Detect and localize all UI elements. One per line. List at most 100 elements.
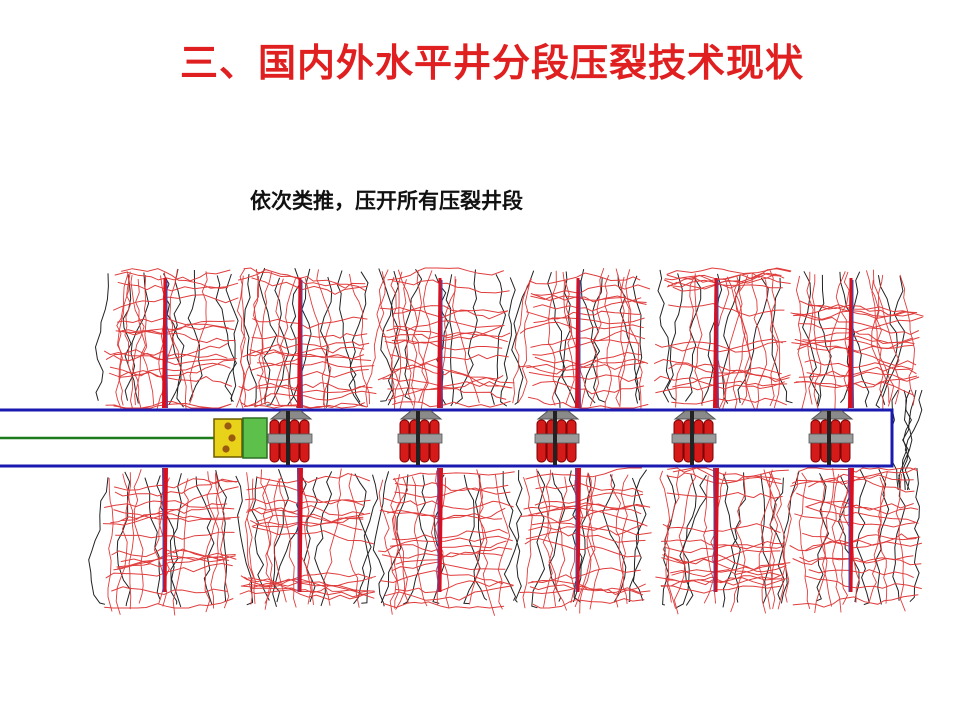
fracture-network-branch bbox=[365, 271, 386, 408]
formation-crack bbox=[258, 267, 278, 405]
formation-crack bbox=[336, 270, 361, 403]
fracture-network-branch bbox=[113, 400, 232, 409]
fracture-network-branch bbox=[273, 476, 287, 603]
fracture-network-branch bbox=[895, 474, 906, 612]
fracture-network-branch bbox=[525, 467, 642, 480]
fracture-network-branch bbox=[323, 468, 342, 606]
fracture-network-branch bbox=[316, 269, 332, 406]
formation-crack bbox=[319, 276, 333, 408]
packer-top bbox=[673, 410, 717, 420]
fracture-network-branch bbox=[120, 549, 236, 564]
fracture-network-branch bbox=[133, 469, 144, 604]
formation-crack bbox=[817, 274, 832, 407]
fracture-network-branch bbox=[390, 474, 406, 610]
formation-crack bbox=[904, 389, 923, 491]
fracture-network-branch bbox=[579, 475, 597, 614]
formation-crack bbox=[511, 270, 535, 405]
fracture-network-branch bbox=[395, 580, 514, 594]
formation-crack bbox=[547, 271, 566, 408]
fracture-network-branch bbox=[808, 467, 917, 488]
formation-crack bbox=[88, 477, 109, 605]
fracture-network-branch bbox=[239, 275, 246, 414]
fracture-network-branch bbox=[673, 468, 696, 615]
fracture-network-branch bbox=[528, 272, 641, 285]
fracture-network-branch bbox=[523, 505, 648, 527]
fracture-network-branch bbox=[392, 471, 515, 480]
fracture-network-branch bbox=[103, 350, 237, 366]
fracture-network-branch bbox=[804, 534, 917, 552]
fracture-network-branch bbox=[386, 509, 503, 520]
fracture-network-branch bbox=[792, 557, 922, 566]
formation-crack bbox=[187, 269, 203, 402]
fracture-network-branch bbox=[241, 572, 372, 588]
fracture-network-branch bbox=[274, 278, 296, 406]
fracture-network-branch bbox=[239, 589, 369, 601]
formation-crack bbox=[909, 468, 920, 603]
fracture-network-branch bbox=[532, 284, 651, 296]
fracture-network-branch bbox=[113, 486, 239, 519]
fracture-network-branch bbox=[206, 471, 219, 609]
fracture-network-branch bbox=[831, 474, 842, 613]
formation-crack bbox=[94, 273, 109, 401]
fracture-network-branch bbox=[789, 539, 923, 552]
fracture-network-branch bbox=[811, 274, 822, 410]
fracture-network-branch bbox=[668, 302, 785, 317]
tool-port-dot bbox=[224, 422, 232, 430]
formation-crack bbox=[856, 469, 870, 606]
fracture-network-branch bbox=[615, 268, 643, 410]
fracture-network-branch bbox=[532, 380, 645, 395]
fracture-network-branch bbox=[798, 467, 918, 473]
fracture-network-branch bbox=[251, 332, 368, 341]
formation-crack bbox=[572, 473, 592, 603]
formation-crack bbox=[684, 276, 702, 402]
formation-cracks bbox=[88, 267, 923, 609]
fracture-network-branch bbox=[798, 472, 811, 610]
packer-top bbox=[536, 410, 580, 420]
fracture-network-branch bbox=[262, 478, 273, 604]
fracture-network-branch bbox=[664, 272, 780, 285]
fracture-network-branch bbox=[172, 478, 189, 616]
formation-crack bbox=[272, 471, 307, 607]
fracture-network-branch bbox=[530, 329, 646, 348]
fracture-network-branch bbox=[300, 473, 314, 605]
fracture-network-branch bbox=[659, 470, 672, 603]
packer-top bbox=[399, 410, 443, 420]
packer-mandrel bbox=[553, 411, 557, 465]
fracture-network-branch bbox=[115, 472, 131, 615]
fracture-network-branch bbox=[252, 316, 368, 329]
fracture-network-branch bbox=[494, 474, 511, 610]
fracture-network-branch bbox=[215, 473, 230, 609]
fracture-network-branch bbox=[796, 492, 914, 511]
fracture-network-branch bbox=[247, 505, 364, 516]
fracture-network-branch bbox=[250, 355, 372, 371]
fracture-network-branch bbox=[838, 471, 850, 605]
formation-crack bbox=[372, 471, 390, 607]
fracture-network-branch bbox=[732, 279, 746, 410]
formation-crack bbox=[602, 474, 627, 603]
fracture-network-branch bbox=[726, 276, 755, 409]
formation-crack bbox=[463, 474, 481, 605]
formation-crack bbox=[901, 389, 917, 491]
fracture-network-branch bbox=[275, 278, 292, 407]
fracture-network-branch bbox=[257, 361, 375, 369]
fracture-network-branch bbox=[536, 468, 568, 611]
fracture-network-branch bbox=[671, 338, 783, 353]
fracture-network-branch bbox=[134, 278, 146, 406]
formation-crack bbox=[657, 269, 671, 403]
fracture-network-branch bbox=[519, 514, 652, 536]
fracture-network-branch bbox=[808, 304, 914, 317]
fracture-network-branch bbox=[662, 470, 680, 609]
fracture-network-branch bbox=[392, 528, 508, 541]
fracture-network-branch bbox=[384, 585, 514, 601]
formation-crack bbox=[722, 472, 746, 608]
formation-crack bbox=[266, 277, 290, 406]
formation-crack bbox=[169, 473, 182, 608]
fracture-network-branch bbox=[391, 477, 409, 603]
formation-crack bbox=[348, 271, 369, 407]
fracture-network-branch bbox=[124, 271, 134, 411]
fracture-network-branch bbox=[119, 362, 231, 378]
formation-crack bbox=[700, 273, 723, 405]
fracture-network-branch bbox=[806, 271, 815, 405]
fracture-network-branch bbox=[663, 268, 791, 285]
